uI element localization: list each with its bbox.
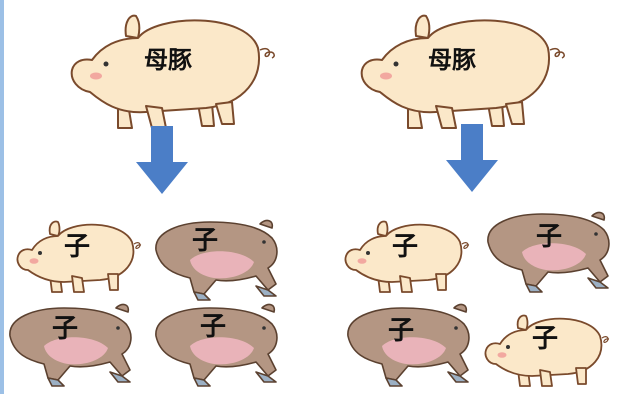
piglet-left-1-icon [16, 220, 142, 293]
child-label-left-3: 子 [52, 314, 79, 344]
piglet-left-2-icon [155, 219, 278, 301]
child-label-right-1: 子 [392, 232, 419, 262]
piglet-right-4-icon [484, 314, 610, 387]
piglet-left-3-icon [9, 303, 132, 387]
down-arrow-left-icon [136, 126, 188, 194]
piglet-right-2-icon [487, 211, 610, 293]
piglet-right-3-icon [347, 303, 470, 387]
mother-label-left: 母豚 [144, 46, 192, 74]
child-label-right-2: 子 [536, 222, 563, 252]
mother-label-right: 母豚 [428, 46, 476, 74]
mother-pig-right-icon [360, 14, 565, 129]
child-label-right-4: 子 [532, 324, 559, 354]
down-arrow-right-icon [446, 124, 498, 192]
child-label-left-2: 子 [192, 226, 219, 256]
piglet-left-4-icon [155, 303, 278, 387]
side-accent-bar [0, 0, 4, 394]
child-label-right-3: 子 [388, 316, 415, 346]
child-label-left-4: 子 [200, 312, 227, 342]
piglet-right-1-icon [344, 220, 470, 293]
child-label-left-1: 子 [64, 232, 91, 262]
mother-pig-left-icon [70, 14, 275, 129]
